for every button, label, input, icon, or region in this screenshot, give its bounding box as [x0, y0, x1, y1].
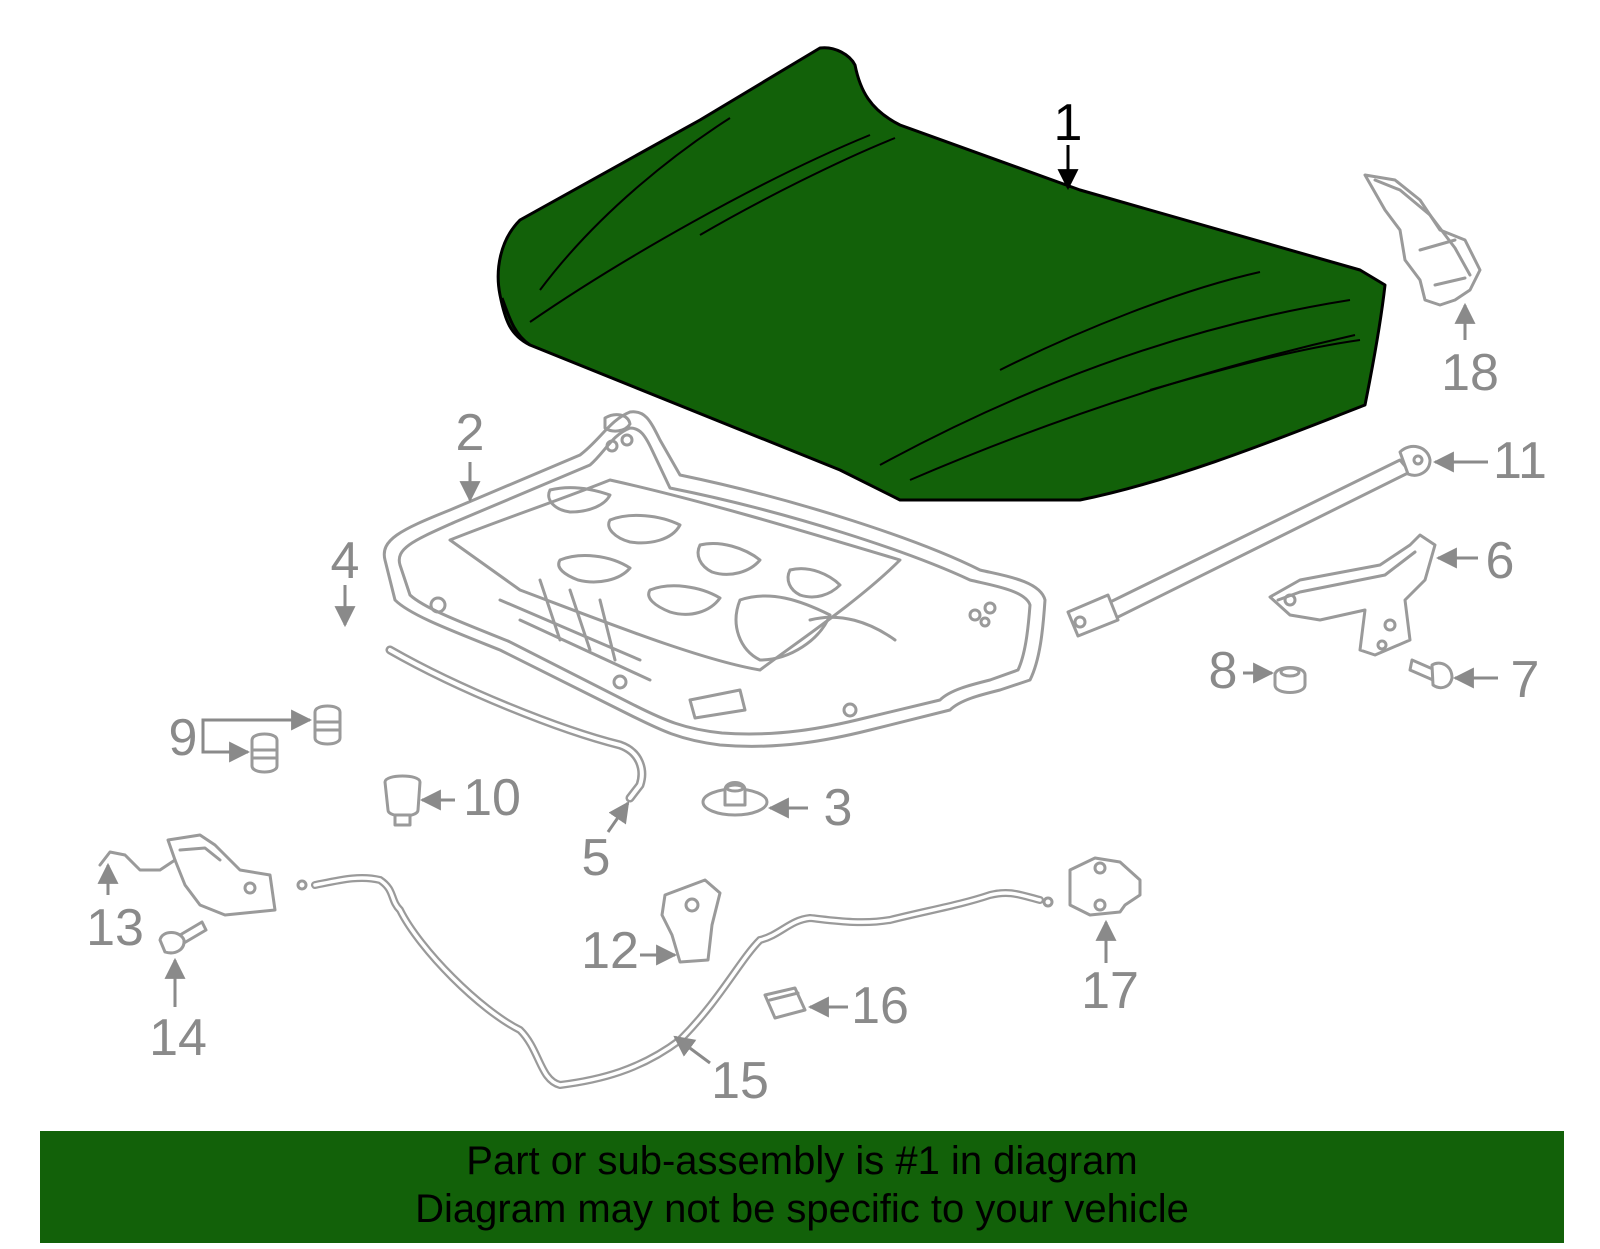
bolt-part-14[interactable] [158, 920, 208, 955]
callout-3: 3 [824, 779, 853, 837]
hood-part-1[interactable] [496, 46, 1387, 502]
banner-line-2: Diagram may not be specific to your vehi… [415, 1187, 1189, 1231]
nut-part-8[interactable] [1273, 666, 1307, 694]
leader-lines [97, 145, 1498, 1065]
callout-14: 14 [149, 1009, 207, 1067]
callout-18: 18 [1441, 344, 1499, 402]
stopper-part-10[interactable] [383, 774, 422, 827]
striker-part-17[interactable] [1068, 856, 1142, 917]
weatherstrip-part-5[interactable] [385, 645, 647, 803]
callout-15: 15 [711, 1052, 769, 1110]
clip-part-3[interactable] [701, 781, 769, 817]
seal-part-4[interactable] [294, 628, 582, 792]
callout-4: 4 [331, 532, 360, 590]
banner-line-1: Part or sub-assembly is #1 in diagram [466, 1139, 1138, 1183]
info-banner: Part or sub-assembly is #1 in diagram Di… [40, 1131, 1564, 1243]
strut-part-11[interactable] [1066, 444, 1432, 638]
callout-11: 11 [1493, 432, 1547, 490]
bolt-part-7[interactable] [1408, 658, 1454, 690]
bracket-part-18[interactable] [1363, 173, 1482, 307]
bumper-part-9[interactable] [250, 704, 342, 774]
clip-part-16[interactable] [763, 986, 807, 1020]
callout-7: 7 [1511, 651, 1540, 709]
bracket-part-12[interactable] [660, 878, 722, 964]
callout-13: 13 [86, 899, 144, 957]
hinge-part-6[interactable] [1268, 533, 1437, 657]
callout-9: 9 [169, 709, 198, 767]
callout-1: 1 [1054, 94, 1083, 152]
callout-12: 12 [581, 922, 639, 980]
callout-2: 2 [456, 404, 485, 462]
callout-labels: 1 2 3 4 5 6 7 8 9 10 11 12 13 14 15 16 1… [86, 94, 1547, 1110]
callout-5: 5 [582, 829, 611, 887]
latch-part-13[interactable] [98, 833, 277, 917]
callout-16: 16 [851, 977, 909, 1035]
callout-8: 8 [1209, 642, 1238, 700]
cable-part-15[interactable] [296, 873, 1054, 1090]
callout-10: 10 [463, 769, 521, 827]
callout-17: 17 [1081, 962, 1139, 1020]
callout-6: 6 [1486, 532, 1515, 590]
inner-panel-part-2[interactable] [382, 410, 1047, 748]
